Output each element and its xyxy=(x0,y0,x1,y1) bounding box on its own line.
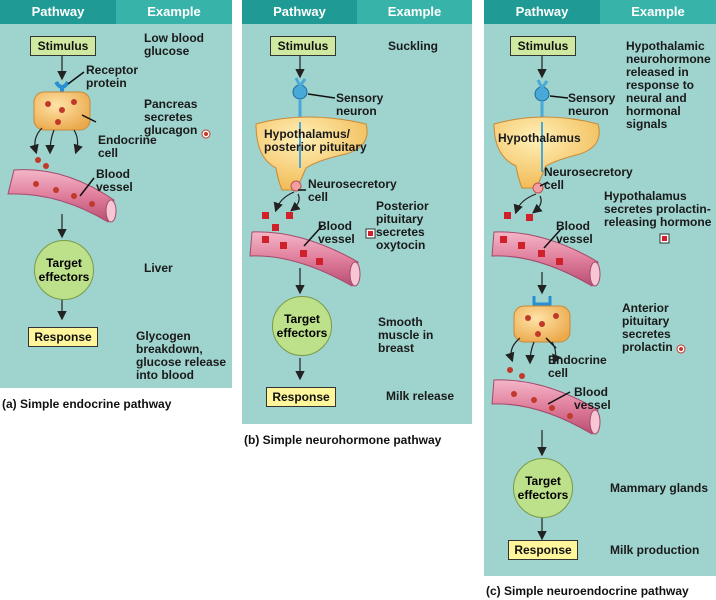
target-effectors: Target effectors xyxy=(34,240,94,300)
response-box: Response xyxy=(508,540,578,560)
neurosecretory-label: Neurosecretory cell xyxy=(308,177,397,204)
header-pathway: Pathway xyxy=(242,0,357,24)
caption-b: (b) Simple neurohormone pathway xyxy=(244,433,442,447)
panel-c-illustration xyxy=(491,56,686,541)
response-box: Response xyxy=(28,327,98,347)
sensory-neuron-icon xyxy=(534,79,550,122)
hypothalamus-label: Hypothalamus xyxy=(498,131,581,145)
stimulus-box: Stimulus xyxy=(510,36,576,56)
example-response: Milk production xyxy=(610,543,700,557)
target-effectors: Target effectors xyxy=(513,458,573,518)
example-stimulus: Hypothalamic neurohormone released in re… xyxy=(626,39,711,131)
example-target: Liver xyxy=(144,261,173,275)
example-response: Glycogen breakdown, glucose release into… xyxy=(136,329,227,382)
hypothalamus-icon xyxy=(493,116,600,189)
sensory-neuron-label: Sensory neuron xyxy=(336,91,384,118)
example-target: Smooth muscle in breast xyxy=(378,315,434,355)
panel-a-illustration xyxy=(7,56,211,321)
blood-vessel-icon xyxy=(491,379,599,435)
stimulus-box: Stimulus xyxy=(270,36,336,56)
example-secretion: Posterior pituitary secretes oxytocin xyxy=(376,199,429,252)
example-stimulus: Low blood glucose xyxy=(144,31,204,58)
endocrine-cell-label: Endocrine cell xyxy=(548,353,607,380)
example-anterior: Anterior pituitary secretes prolactin xyxy=(622,301,673,354)
receptor-protein-label: Receptor protein xyxy=(86,63,139,90)
endocrine-cell-label: Endocrine cell xyxy=(98,133,157,160)
receptor-icon xyxy=(532,296,552,306)
caption-a: (a) Simple endocrine pathway xyxy=(2,397,172,411)
example-secretion: Hypothalamus secretes prolactin-releasin… xyxy=(604,189,712,229)
caption-c: (c) Simple neuroendocrine pathway xyxy=(486,584,689,598)
hypothalamus-icon xyxy=(255,116,368,191)
header-example: Example xyxy=(116,0,232,24)
response-box: Response xyxy=(266,387,336,407)
hypothalamus-label: Hypothalamus/ posterior pituitary xyxy=(264,127,367,154)
header-pathway: Pathway xyxy=(484,0,600,24)
blood-vessel-label: Blood vessel xyxy=(556,219,593,246)
example-secretion: Pancreas secretes glucagon xyxy=(144,97,198,137)
neurosecretory-label: Neurosecretory cell xyxy=(544,165,633,192)
sensory-neuron-icon xyxy=(292,77,308,122)
blood-vessel-label: Blood vessel xyxy=(96,167,133,194)
example-target: Mammary glands xyxy=(610,481,709,495)
blood-vessel-label: Blood vessel xyxy=(318,219,355,246)
sensory-neuron-label: Sensory neuron xyxy=(568,91,616,118)
blood-vessel-icon xyxy=(249,231,359,287)
header-pathway: Pathway xyxy=(0,0,116,24)
header-example: Example xyxy=(600,0,716,24)
target-effectors: Target effectors xyxy=(272,296,332,356)
example-response: Milk release xyxy=(386,389,455,403)
header-example: Example xyxy=(357,0,472,24)
example-stimulus: Suckling xyxy=(388,39,439,53)
blood-vessel-label: Blood vessel xyxy=(574,385,611,412)
stimulus-box: Stimulus xyxy=(30,36,96,56)
panel-b-illustration xyxy=(249,56,376,381)
